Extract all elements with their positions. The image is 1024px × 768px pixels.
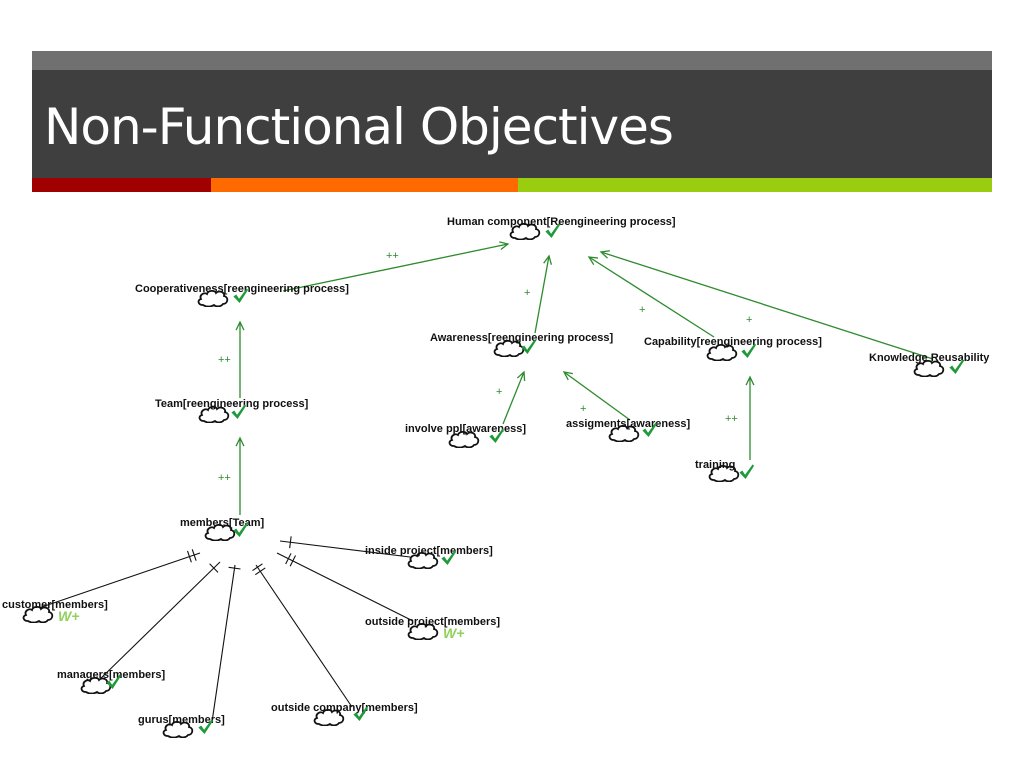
softgoal-assig[interactable]: assigments[awareness] [566, 418, 690, 442]
contribution-label: + [746, 314, 752, 326]
contribution-link-involve-awareness: + [496, 370, 526, 425]
softgoal-company[interactable]: outside company[members] [271, 702, 418, 726]
diagram-nodes: Human component[Reengineering process] Co… [2, 216, 990, 738]
contribution-line [600, 251, 934, 360]
arrow-head [235, 320, 245, 331]
softgoal-label: training [695, 459, 735, 471]
softgoal-involve[interactable]: involve ppl[awareness] [405, 423, 526, 448]
softgoal-members[interactable]: members[Team] [180, 517, 264, 541]
arrow-head [599, 250, 611, 259]
decomposition-link-managers [95, 561, 221, 684]
contribution-line [563, 371, 631, 421]
decomposition-line [276, 552, 414, 622]
softgoal-label: members[Team] [180, 517, 264, 529]
contribution-label: + [639, 304, 645, 316]
softgoal-outside[interactable]: outside project[members]W+ [365, 616, 500, 641]
softgoal-label: Awareness[reengineering process] [430, 332, 614, 344]
decomposition-tick [252, 563, 263, 572]
contribution-line [502, 371, 525, 425]
softgoal-managers[interactable]: managers[members] [57, 669, 166, 694]
softgoal-label: Cooperativeness[reengineering process] [135, 283, 349, 295]
accent-bar-red [32, 178, 211, 192]
decomposition-link-company [252, 563, 353, 708]
accent-bar-orange [211, 178, 518, 192]
contribution-line [534, 255, 550, 334]
decomposition-link-inside [279, 536, 411, 558]
softgoal-label: gurus[members] [138, 714, 225, 726]
contribution-label: ++ [218, 354, 231, 366]
decomposition-tick [255, 567, 266, 576]
decomposition-tick [285, 553, 292, 565]
contribution-link-knowledge-human [599, 250, 934, 360]
softgoal-label: outside project[members] [365, 616, 500, 628]
contribution-label: + [496, 386, 502, 398]
title-bar: Non-Functional Objectives [32, 51, 992, 178]
decomposition-line [255, 564, 353, 708]
softgoal-customer[interactable]: customer[members]W+ [2, 599, 108, 624]
softgoal-label: inside project[members] [365, 545, 493, 557]
softgoal-label: Human component[Reengineering process] [447, 216, 676, 228]
weak-positive-label: W+ [58, 608, 79, 624]
arrow-head [543, 254, 553, 265]
contribution-link-awareness-human: + [524, 254, 553, 334]
arrow-head [745, 375, 755, 386]
contribution-link-team-coop: ++ [218, 320, 245, 398]
softgoal-inside[interactable]: inside project[members] [365, 545, 493, 569]
softgoal-gurus[interactable]: gurus[members] [138, 714, 225, 738]
checkmark-icon [739, 464, 755, 480]
softgoal-coop[interactable]: Cooperativeness[reengineering process] [135, 283, 349, 307]
contribution-label: ++ [725, 413, 738, 425]
decomposition-link-outside [276, 552, 414, 622]
softgoal-team[interactable]: Team[reengineering process] [155, 398, 309, 423]
decomposition-line [279, 540, 411, 558]
slide-title: Non-Functional Objectives [44, 98, 674, 156]
decomposition-line [35, 552, 201, 610]
softgoal-label: customer[members] [2, 599, 108, 611]
decomposition-tick [186, 550, 192, 563]
softgoal-training[interactable]: training [695, 459, 755, 482]
softgoal-label: outside company[members] [271, 702, 418, 714]
decomposition-tick [209, 563, 219, 573]
decomposition-line [211, 564, 236, 723]
arrow-head [235, 436, 245, 447]
softgoal-label: involve ppl[awareness] [405, 423, 526, 435]
accent-bar-green [518, 178, 992, 192]
softgoal-label: Team[reengineering process] [155, 398, 309, 410]
weak-positive-label: W+ [443, 625, 464, 641]
contribution-link-assig-awareness: + [562, 371, 631, 421]
arrow-head [562, 371, 573, 381]
contribution-label: ++ [218, 472, 231, 484]
decomposition-tick [289, 536, 292, 549]
contribution-label: + [580, 403, 586, 415]
decomposition-line [95, 561, 221, 684]
arrow-head [587, 256, 599, 266]
softgoal-label: managers[members] [57, 669, 166, 681]
decomposition-tick [191, 549, 197, 561]
softgoal-capability[interactable]: Capability[reengineering process] [644, 336, 822, 361]
contribution-line [282, 243, 509, 292]
contribution-link-training-capability: ++ [725, 375, 755, 460]
contribution-link-members-team: ++ [218, 436, 245, 515]
decomposition-link-gurus [211, 564, 241, 723]
decomposition-tick [289, 555, 297, 567]
title-top-strip [32, 51, 992, 70]
decomposition-link-customer [35, 549, 201, 610]
arrow-head [516, 370, 526, 382]
arrow-head [499, 241, 510, 251]
softgoal-awareness[interactable]: Awareness[reengineering process] [430, 332, 614, 357]
contribution-line [588, 256, 715, 338]
decomposition-tick [228, 566, 241, 570]
diagram-links: +++++++++++++ [35, 241, 934, 723]
softgoal-label: assigments[awareness] [566, 418, 690, 430]
contribution-label: + [524, 287, 530, 299]
contribution-link-capability-human: ++ [587, 256, 752, 338]
softgoal-label: Capability[reengineering process] [644, 336, 822, 348]
softgoal-label: Knowledge Reusability [869, 352, 990, 364]
softgoal-knowledge[interactable]: Knowledge Reusability [869, 352, 990, 377]
contribution-link-coop-human: ++ [282, 241, 510, 292]
contribution-label: ++ [386, 250, 399, 262]
softgoal-human[interactable]: Human component[Reengineering process] [447, 216, 676, 240]
